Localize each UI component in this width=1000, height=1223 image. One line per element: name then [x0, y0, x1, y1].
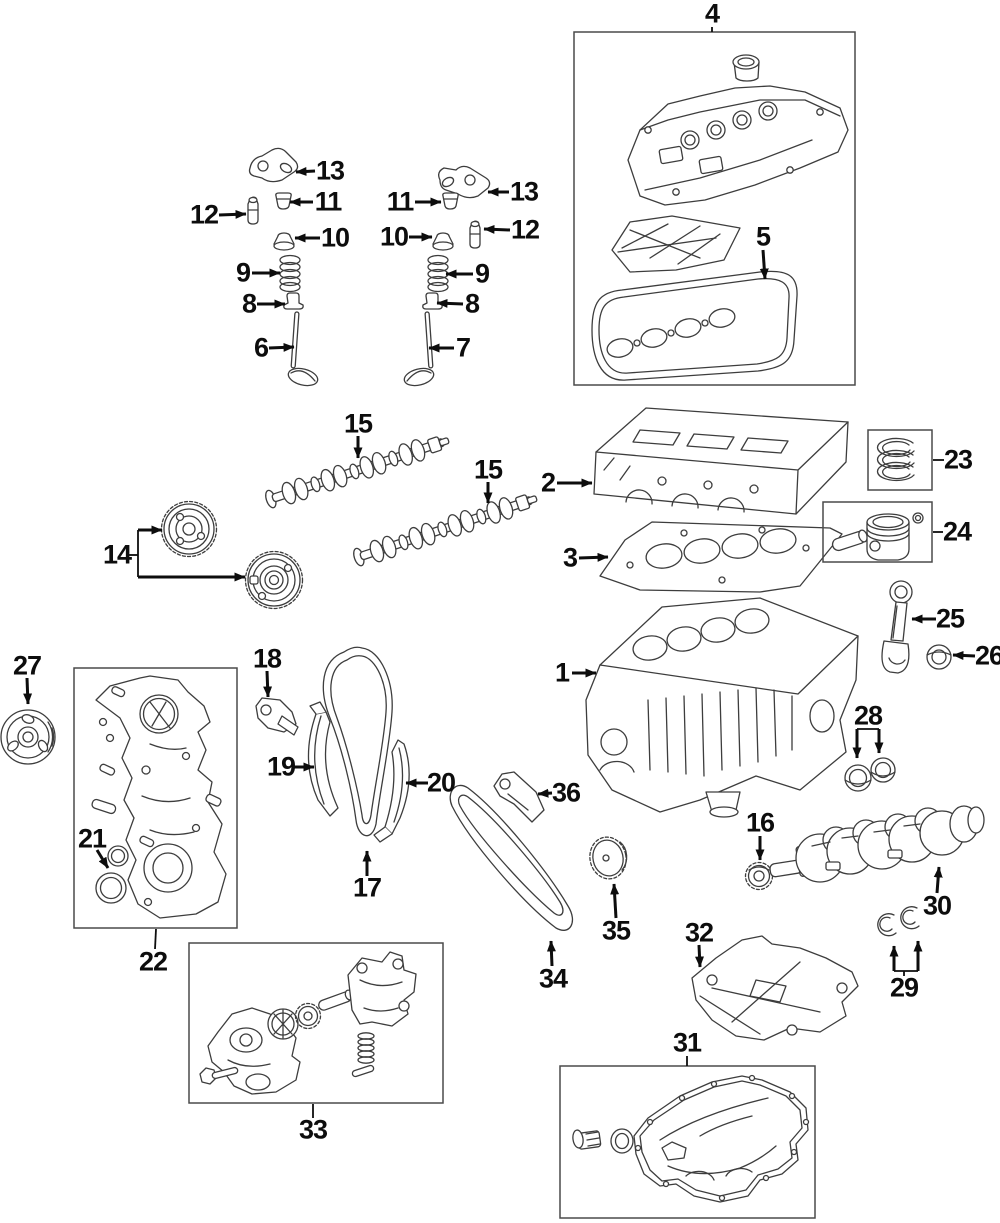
valve-keeper-right — [443, 193, 458, 209]
rod-bearing — [927, 645, 951, 669]
timing-chain — [323, 647, 392, 835]
camshaft-intake — [262, 429, 453, 512]
engine-block — [586, 598, 858, 817]
oil-pump-chain-guide — [494, 772, 544, 822]
camshaft-exhaust — [350, 487, 541, 570]
oil-pump-chain — [450, 785, 572, 930]
oil-pump-relief-spring — [358, 1033, 374, 1063]
front-crank-seals — [96, 846, 128, 903]
crankshaft-pulley — [1, 710, 55, 764]
oil-pump-cover — [348, 952, 416, 1026]
chain-guide-right — [374, 740, 409, 842]
rocker-arm-right — [439, 166, 490, 197]
oil-pump-relief-pin — [352, 1065, 375, 1078]
cylinder-head — [594, 408, 848, 514]
valve-stem-seal-right — [423, 293, 442, 309]
lash-adjuster-right — [470, 221, 480, 248]
valve-cover — [628, 86, 848, 205]
oil-pump-shaft — [317, 989, 354, 1011]
valve-spring-right — [428, 256, 448, 292]
thrust-washers — [878, 907, 919, 936]
vvt-sprocket-lower — [246, 552, 303, 609]
valve-keeper-left — [276, 193, 291, 209]
chain-tensioner — [256, 698, 298, 735]
valve-spring-seat-right — [433, 233, 453, 250]
oil-drain-plug — [572, 1129, 601, 1149]
intake-valve — [287, 312, 320, 389]
lash-adjuster-left — [248, 197, 258, 224]
chain-guide-left — [308, 702, 338, 816]
oil-pump-rotor — [268, 1009, 298, 1039]
oil-filler-cap — [733, 55, 759, 81]
oil-baffle-plate — [692, 936, 858, 1040]
exhaust-valve — [403, 312, 436, 389]
head-gasket — [600, 522, 842, 592]
piston-assembly — [831, 513, 923, 560]
crankshaft — [769, 806, 984, 882]
oil-pump-sprocket — [586, 834, 630, 883]
spark-plug-seal-plate — [612, 216, 740, 272]
connecting-rod — [882, 581, 912, 673]
valve-stem-seal-left — [284, 293, 303, 309]
rocker-arm-left — [250, 148, 298, 181]
main-bearings — [845, 758, 895, 791]
valve-cover-gasket — [592, 271, 797, 380]
vvt-sprocket-upper — [162, 502, 217, 557]
piston-rings — [878, 438, 914, 480]
drain-plug-gasket — [611, 1129, 633, 1153]
valve-spring-left — [280, 256, 300, 292]
oil-pan — [634, 1076, 809, 1203]
valve-spring-seat-left — [274, 233, 294, 250]
oil-pump-gear — [296, 1004, 321, 1029]
crank-sprocket — [746, 863, 773, 890]
